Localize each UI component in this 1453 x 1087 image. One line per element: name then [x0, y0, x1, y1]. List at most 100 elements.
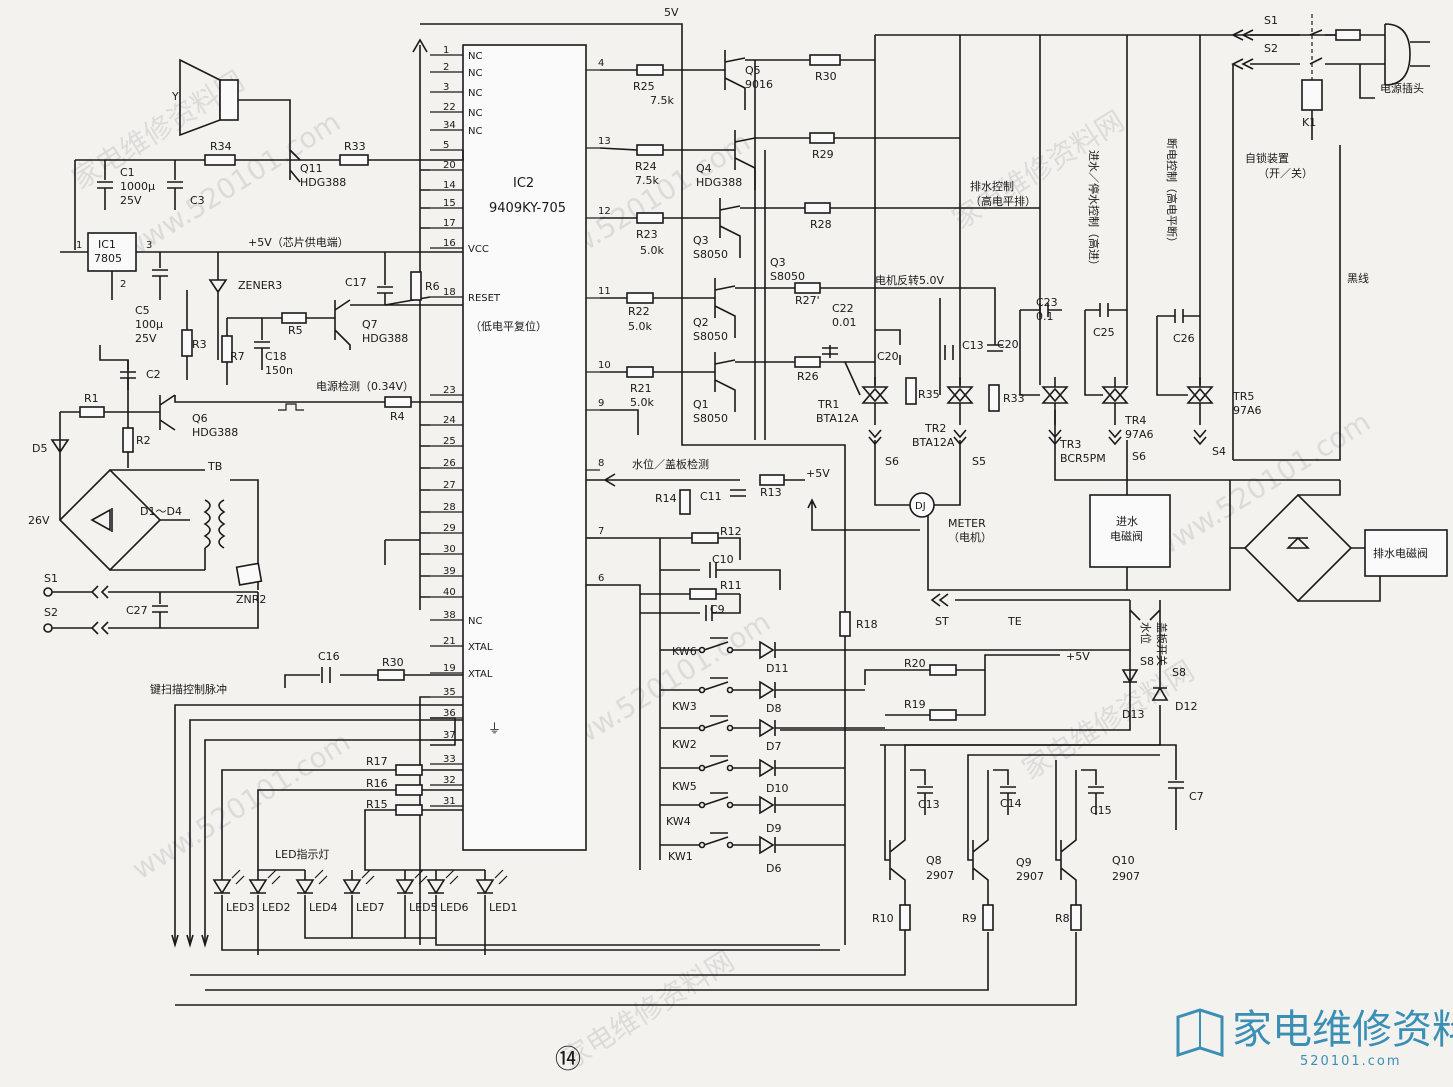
wire: [1311, 64, 1375, 140]
label-tr4: TR4: [1124, 414, 1146, 427]
resistor-r3: [181, 329, 193, 357]
wire: [874, 440, 961, 506]
bridge-section: D1～D4 26V TB ZNR2 S1 S2 C27: [28, 460, 266, 635]
label-q10-type: 2907: [1112, 870, 1140, 883]
label-kw4: KW4: [666, 815, 691, 828]
arrow: [412, 38, 428, 53]
label-ic1-p1: 1: [76, 240, 82, 251]
ic2-pin-name: NC: [468, 108, 482, 119]
label-c5: C5: [135, 304, 150, 317]
label-tr4-type: 97A6: [1125, 428, 1154, 441]
wire: [884, 744, 1184, 861]
regulator-section: IC1 7805 1 2 3 +5V（芯片供电端） C5 100μ 25V ZE…: [60, 232, 463, 360]
ic2-pin-name: VCC: [468, 244, 489, 255]
label-tb: TB: [207, 460, 222, 473]
label-r4: R4: [390, 410, 405, 423]
logo-sub: 520101.com: [1300, 1054, 1402, 1069]
wire: [875, 329, 901, 365]
label-water-ctrl: 进水／停水控制（高进）: [1087, 150, 1101, 271]
label-drain-valve: 排水电磁阀: [1373, 546, 1428, 560]
label-tr1: TR1: [817, 398, 839, 411]
label-r9: R9: [962, 912, 977, 925]
key-contact: [698, 686, 706, 694]
driver-section: [599, 50, 1040, 440]
key-switch: [660, 677, 760, 691]
key-diode: [759, 835, 790, 855]
wire: [238, 99, 291, 140]
key-contact: [698, 801, 706, 809]
ic2-pin-name: XTAL: [468, 669, 493, 680]
capacitor: [993, 769, 1016, 815]
resistor-r5: [281, 312, 307, 324]
label-q7: Q7: [362, 318, 378, 331]
label-q3-type: S8050: [693, 248, 728, 261]
ic2-pin-name: NC: [468, 51, 482, 62]
ic2-pin-number: 30: [443, 544, 456, 555]
wire: [864, 654, 1060, 716]
wire: [586, 537, 741, 870]
label-plug: 电源插头: [1380, 81, 1424, 95]
resistor: [626, 292, 654, 304]
led-diode: [212, 870, 232, 895]
label-inlet-valve: 进水: [1116, 515, 1138, 528]
capacitor-c25: [1085, 303, 1127, 317]
label-c17: C17: [345, 276, 367, 289]
label-q3: Q3: [693, 234, 709, 247]
npn-transistor: [719, 198, 741, 258]
logo-text: 家电维修资料网: [1232, 1007, 1453, 1053]
ic2-part: 9409KY-705: [489, 201, 566, 216]
label-s1: S1: [44, 572, 58, 585]
ic2-pin-number: 10: [598, 360, 611, 371]
key-contact: [726, 724, 734, 732]
label-q11: Q11: [300, 162, 323, 175]
led-emission: [314, 869, 328, 885]
label-c13b: C13: [918, 798, 940, 811]
capacitor-c2: [120, 360, 136, 412]
bridge-diode: [90, 508, 113, 532]
crystal-section: C16 R30 键扫描控制脉冲 ⏚: [150, 650, 501, 737]
pnp-labels: C13 C14 C15 C7 Q8 2907 Q9 2907 Q10 2907 …: [872, 790, 1204, 925]
label-znr2: ZNR2: [236, 593, 266, 606]
ic2-pin-name: RESET: [468, 293, 501, 304]
capacitor: [910, 769, 933, 815]
wire-returns: [175, 930, 1077, 1006]
wire: [1054, 410, 1340, 590]
label-p5v: +5V: [806, 467, 830, 480]
capacitor-c3: [167, 160, 183, 210]
capacitor-c13: [944, 345, 954, 360]
label-q3b: Q3: [770, 256, 786, 269]
resistor: [809, 54, 841, 66]
label-te: TE: [1007, 615, 1022, 628]
ic2-pin-number: 16: [443, 238, 456, 249]
key-contact: [726, 686, 734, 694]
watermark: 家电维修资料网: [946, 104, 1130, 236]
label-q2: Q2: [693, 316, 709, 329]
ic2-pin-number: 35: [443, 687, 456, 698]
ic2-pin-number: 3: [443, 82, 449, 93]
label-power-detect: 电源检测（0.34V）: [316, 379, 414, 393]
wire: [640, 593, 741, 621]
connector-arrow: [1193, 429, 1207, 446]
wire: [300, 150, 464, 161]
arrows: [171, 934, 209, 948]
wire: [221, 769, 463, 840]
label-r27: R27': [795, 294, 820, 307]
label-kw2: KW2: [672, 738, 697, 751]
led-diode: [426, 870, 446, 895]
label-dj: DJ: [915, 501, 926, 512]
ic2-pin-number: 13: [598, 136, 611, 147]
label-s5: S5: [972, 455, 986, 468]
label-tr3-type: BCR5PM: [1060, 452, 1106, 465]
diode-d5: [50, 412, 70, 485]
label-r8: R8: [1055, 912, 1070, 925]
key-switch: [660, 637, 760, 651]
wire: [599, 147, 735, 151]
rail-5v: 5V: [412, 6, 920, 610]
ic2-pin-bus: [384, 169, 431, 598]
label-meter2: （电机）: [948, 530, 992, 544]
label-c9: C9: [710, 603, 725, 616]
led-diode: [342, 870, 362, 895]
label-r30b: R30: [382, 656, 404, 669]
ic2-pin-number: 14: [443, 180, 456, 191]
